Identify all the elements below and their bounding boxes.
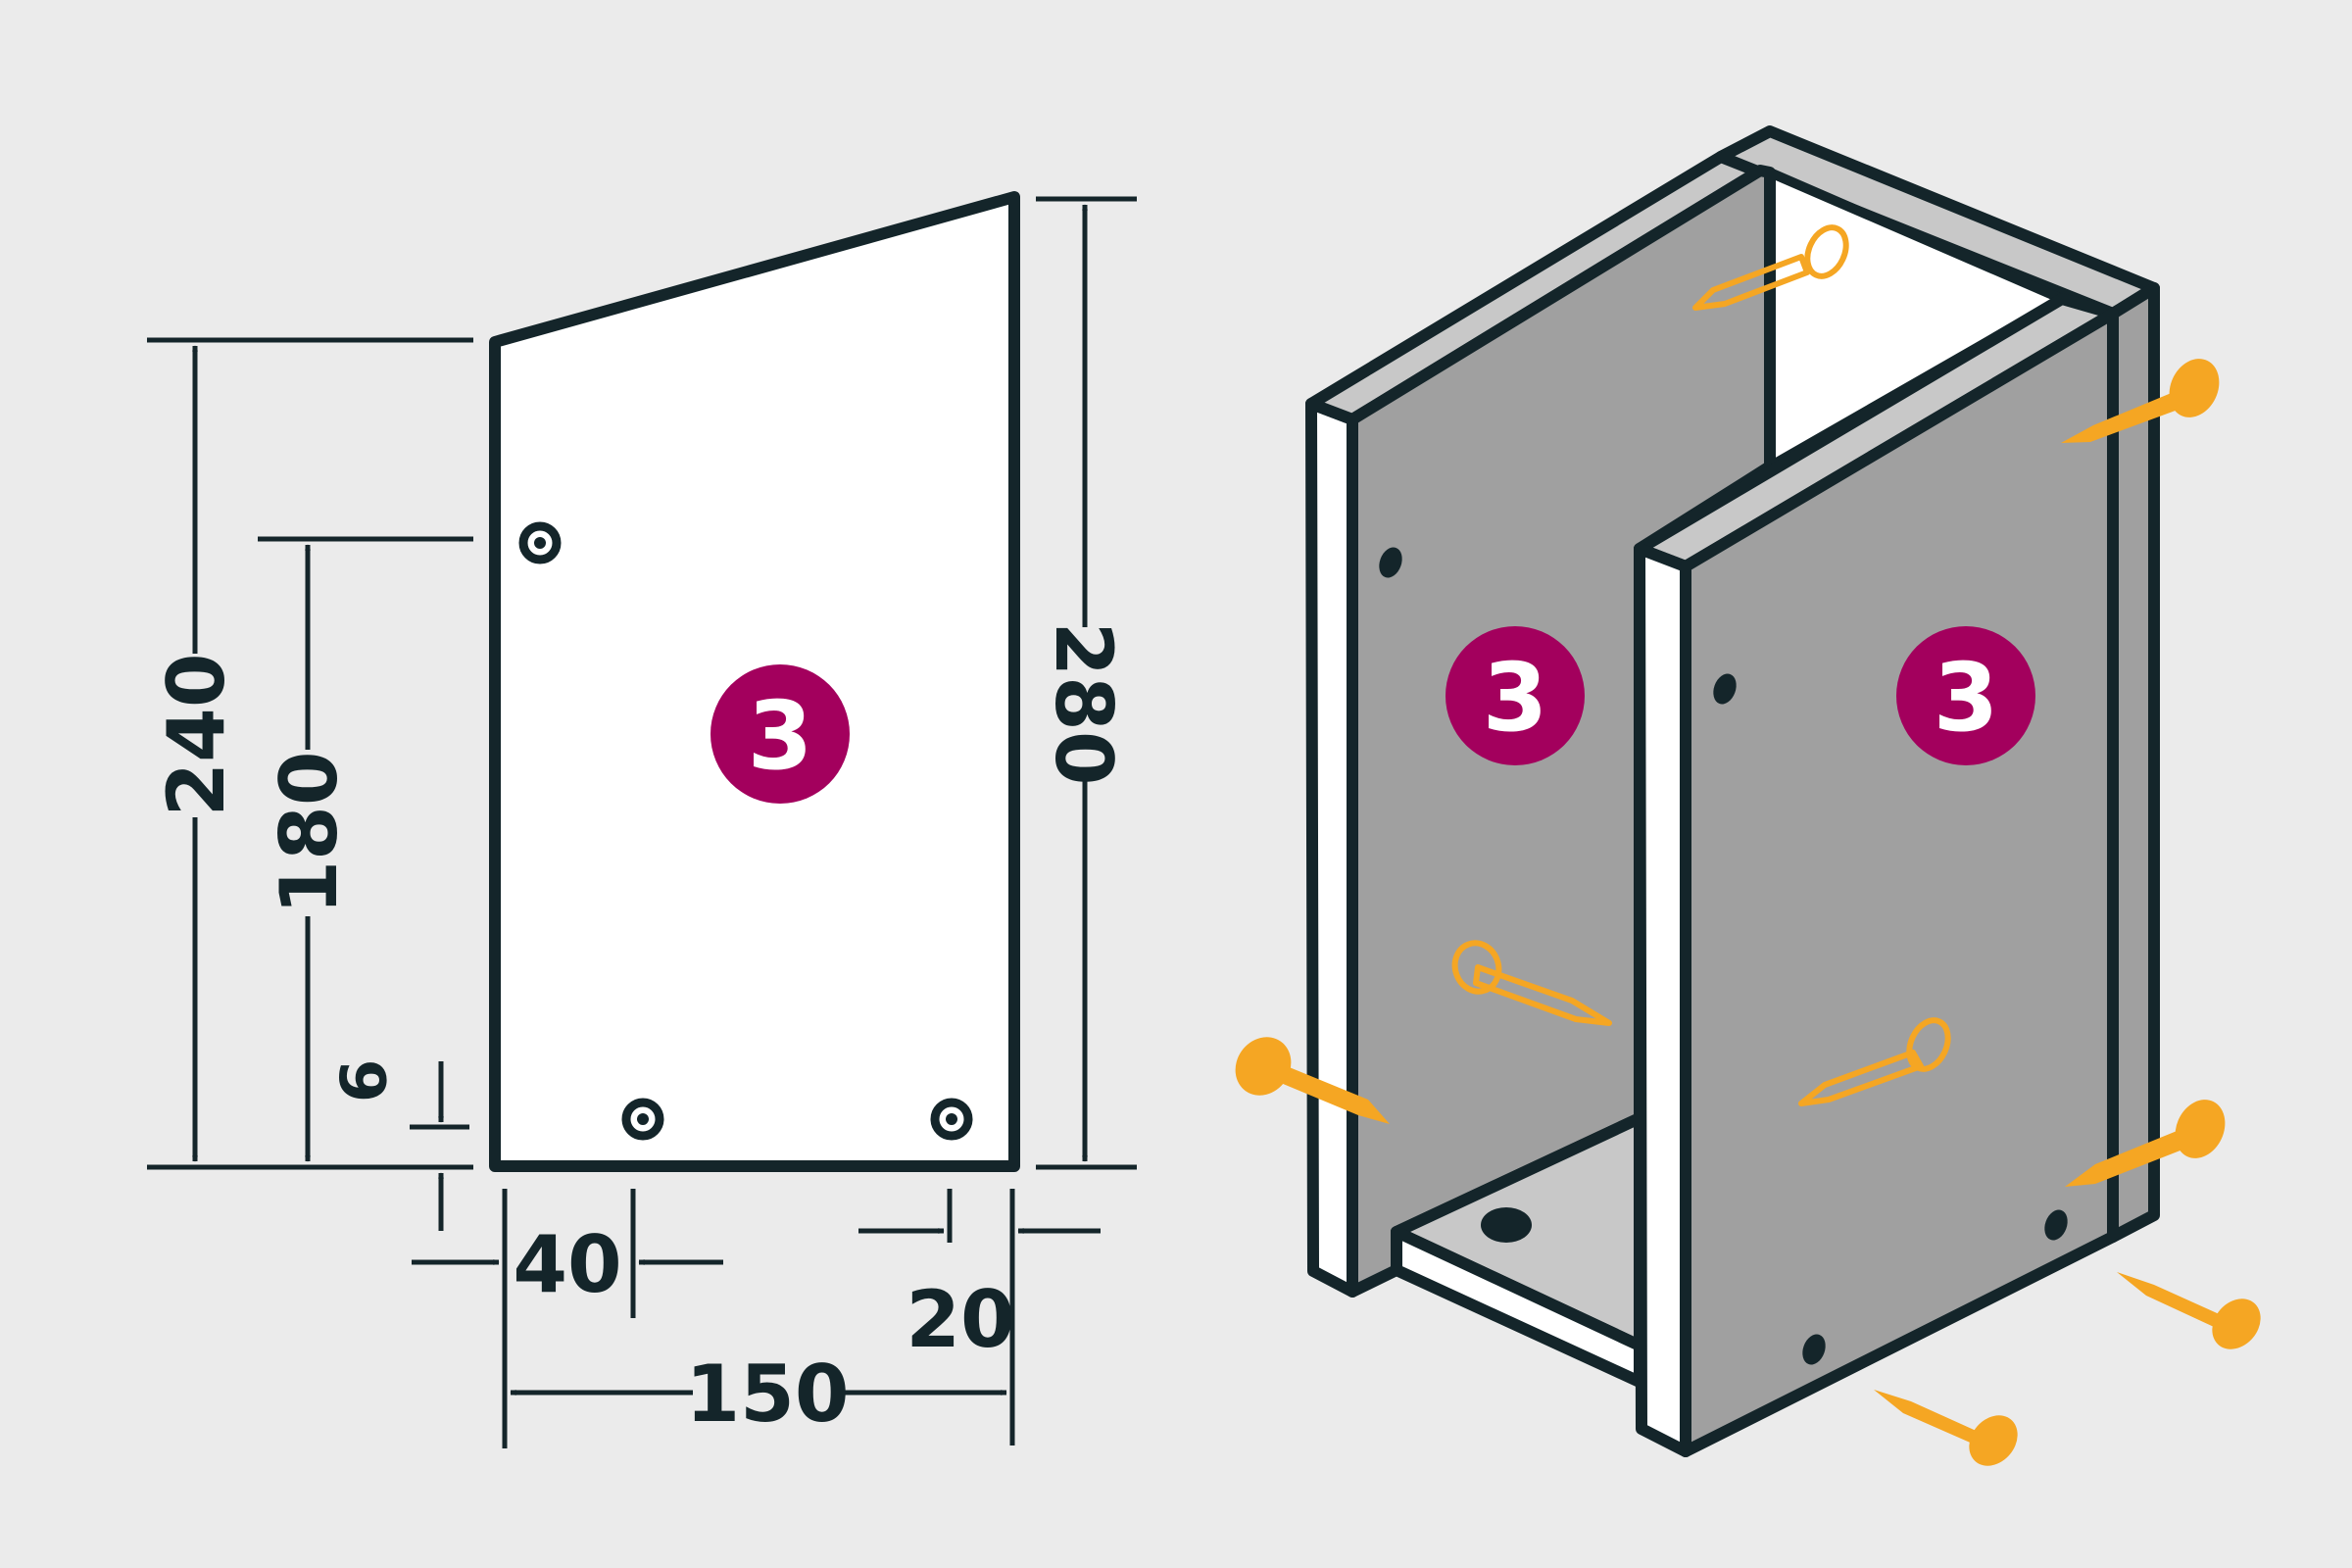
assembly-isometric bbox=[1305, 125, 2160, 1457]
part-badge: 3 bbox=[710, 664, 850, 804]
part-number: 3 bbox=[748, 681, 813, 791]
screw-hole-icon bbox=[1379, 547, 1402, 578]
screw-hole-icon bbox=[518, 521, 562, 564]
nail-icon bbox=[1798, 1017, 1951, 1106]
part-badge: 3 bbox=[1896, 626, 2035, 765]
dim-label-9: 9 bbox=[324, 1059, 397, 1103]
dim-label-20: 20 bbox=[906, 1274, 1014, 1365]
right-panel bbox=[1680, 308, 2119, 1457]
dim-label-40: 40 bbox=[513, 1219, 621, 1310]
screw-hole-icon bbox=[1802, 1334, 1826, 1365]
dimension-lines bbox=[147, 196, 1137, 1448]
nail-icon bbox=[2117, 1272, 2261, 1349]
nail-icon bbox=[2061, 359, 2220, 443]
part-badge: 3 bbox=[1446, 626, 1585, 765]
right-panel-edge bbox=[1634, 543, 1691, 1457]
dim-label-280: 280 bbox=[1038, 622, 1129, 786]
nails bbox=[1235, 359, 2261, 1466]
screw-hole-icon bbox=[621, 1098, 664, 1141]
part-number: 3 bbox=[1483, 643, 1548, 753]
nail-icon bbox=[1874, 1390, 2018, 1466]
screw-hole-icon bbox=[1481, 1207, 1532, 1243]
screw-hole-icon bbox=[2044, 1209, 2068, 1241]
left-panel-edge bbox=[1305, 398, 1358, 1298]
screw-hole-icon bbox=[1713, 673, 1737, 705]
side-panel-drawing: 3 bbox=[489, 191, 1020, 1172]
part-number: 3 bbox=[1934, 643, 1999, 753]
dim-label-240: 240 bbox=[151, 654, 242, 817]
dim-label-150: 150 bbox=[686, 1348, 850, 1440]
iso-holes bbox=[1379, 547, 2068, 1365]
nail-icon bbox=[1451, 940, 1612, 1026]
dim-label-180: 180 bbox=[264, 752, 355, 915]
nail-icon bbox=[1692, 224, 1849, 311]
screw-hole-icon bbox=[930, 1098, 973, 1141]
nail-icon bbox=[2065, 1100, 2226, 1187]
hidden-nails bbox=[1451, 224, 1951, 1106]
nail-icon bbox=[1235, 1037, 1390, 1124]
